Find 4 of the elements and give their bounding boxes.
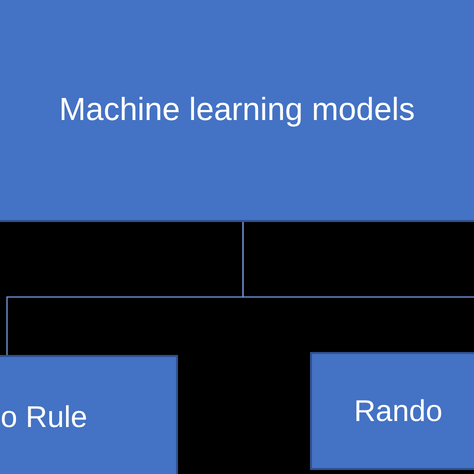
box-label: Rando [353, 394, 442, 430]
category-box [0, 0, 474, 222]
box-label: o Rule [0, 400, 88, 436]
box-label: Machine learning models [59, 90, 415, 129]
